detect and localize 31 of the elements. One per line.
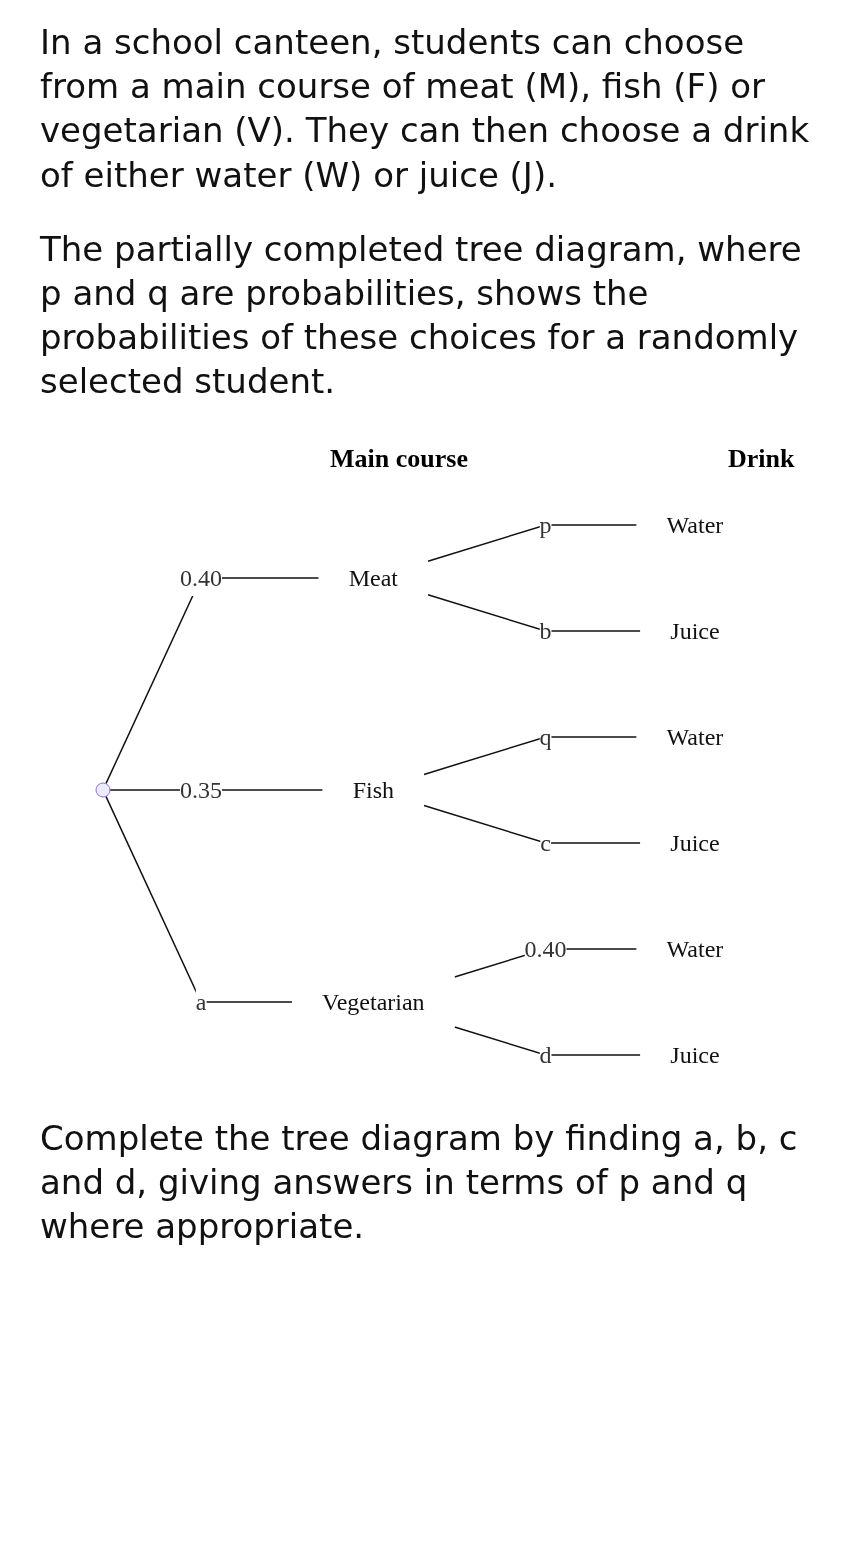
node-text: Vegetarian bbox=[322, 988, 425, 1015]
node-text: Juice bbox=[670, 1041, 720, 1068]
node-text: Juice bbox=[670, 617, 720, 644]
edge-label: b bbox=[539, 617, 552, 644]
edge-label: 0.35 bbox=[180, 776, 223, 803]
edge-label: a bbox=[196, 988, 207, 1015]
edge-label: d bbox=[539, 1041, 552, 1068]
node-text: Water bbox=[666, 723, 724, 750]
question-text: In a school canteen, students can choose from a main course of meat (M), fish (F) or vegetarian (V). They can then choose a drink of either water (W) or juice (J). bbox=[40, 21, 810, 197]
connector bbox=[105, 795, 294, 1003]
connector bbox=[427, 593, 642, 632]
edge-label: q bbox=[539, 723, 552, 750]
column-heading: Drink bbox=[728, 443, 795, 474]
node-text: Juice bbox=[670, 829, 720, 856]
question-text: Complete the tree diagram by finding a, b, c and d, giving answers in terms of p and q where appropriate. bbox=[40, 1116, 799, 1248]
connector bbox=[423, 735, 638, 775]
connector bbox=[105, 576, 320, 784]
edge-label: 0.40 bbox=[524, 935, 567, 962]
node-text: Water bbox=[666, 511, 724, 538]
column-heading: Main course bbox=[330, 443, 468, 474]
edge-label: p bbox=[539, 511, 552, 538]
node-text: Water bbox=[666, 935, 724, 962]
question-text: The partially completed tree diagram, where p and q are probabilities, shows the probabilities of these choices for a randomly selected student. bbox=[40, 227, 803, 404]
connector bbox=[454, 1025, 642, 1056]
connector bbox=[427, 523, 638, 562]
edge-label: c bbox=[540, 829, 552, 856]
node-point bbox=[95, 782, 111, 797]
node-text: Fish bbox=[352, 776, 395, 803]
connector bbox=[423, 804, 642, 844]
edge-label: 0.40 bbox=[180, 564, 223, 591]
node-text: Meat bbox=[348, 564, 399, 591]
